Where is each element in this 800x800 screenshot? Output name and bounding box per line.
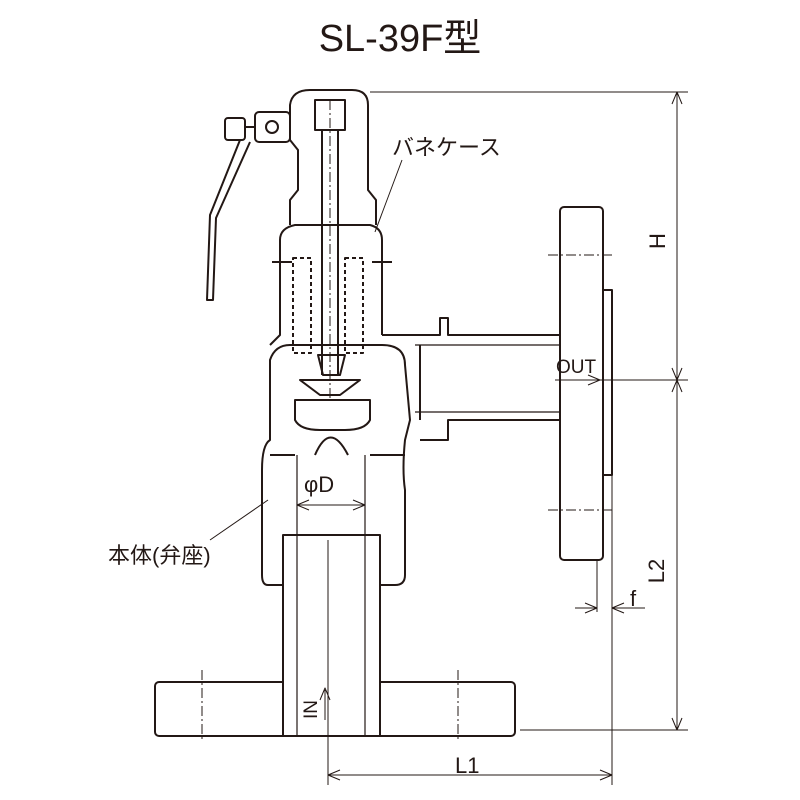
cap (289, 89, 377, 400)
spring-case-leader (374, 159, 403, 233)
body-leader (209, 499, 269, 541)
outlet-pipe (382, 317, 560, 441)
l1-dimension-label: L1 (455, 753, 480, 778)
f-dimension-label: f (630, 586, 637, 611)
l2-dimension-label: L2 (644, 558, 670, 584)
height-dimension-label: H (644, 233, 670, 249)
bore-diameter-label: φD (304, 472, 335, 497)
valve-body (261, 344, 411, 586)
spring-case-label: バネケース (392, 135, 501, 160)
outlet-label: OUT (556, 357, 597, 378)
spring-case (269, 224, 392, 376)
inlet-label: IN (301, 700, 322, 719)
dimension-lines (296, 91, 688, 785)
drawing-title: SL-39F型 (318, 18, 482, 60)
lift-lever (206, 111, 291, 301)
outlet-flange (548, 206, 615, 561)
body-seat-label: 本体(弁座) (108, 543, 211, 568)
inlet-pipe (282, 455, 381, 737)
